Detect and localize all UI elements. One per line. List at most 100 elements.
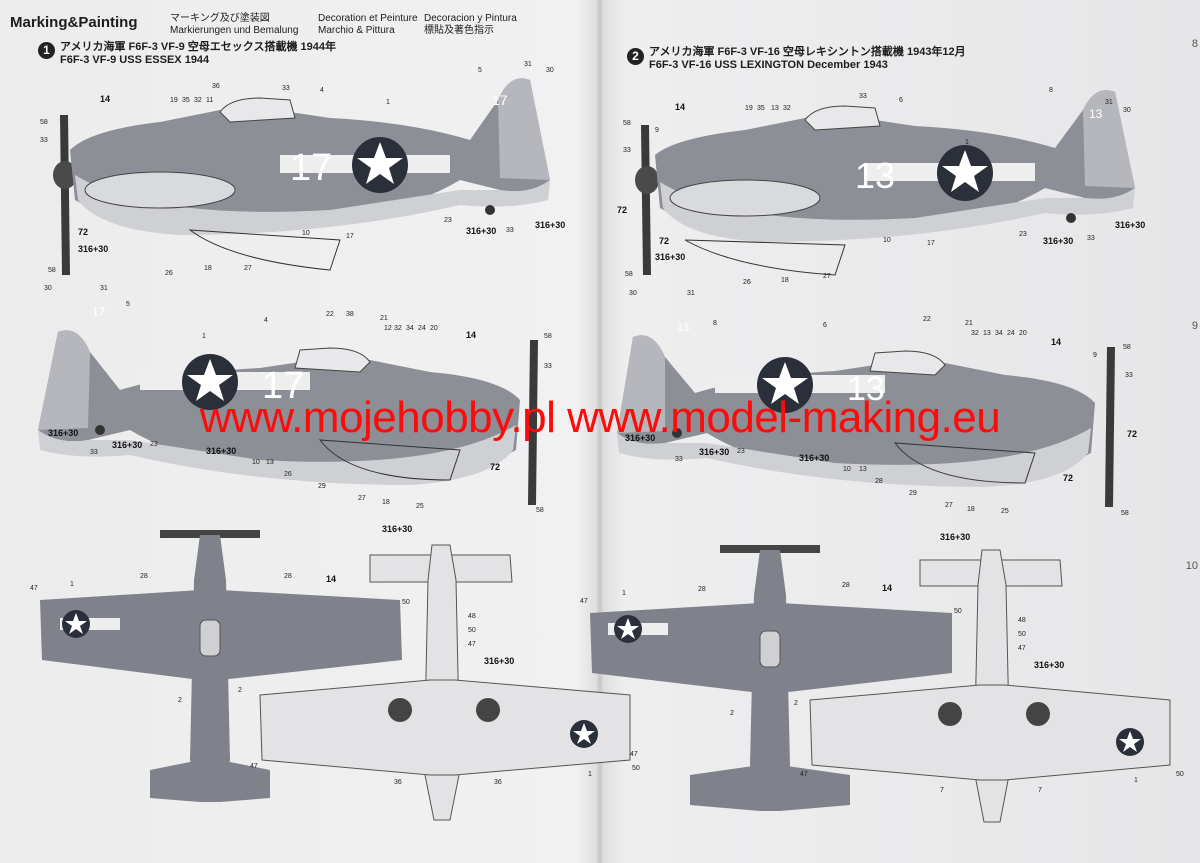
scheme-2-en: F6F-3 VF-16 USS LEXINGTON December 1943 [649,59,888,71]
callout-23: 23 [150,441,158,448]
callout-316-30: 316+30 [206,446,236,456]
callout-2: 2 [794,700,798,707]
callout-50: 50 [632,765,640,772]
scheme-2-jp: アメリカ海軍 F6F-3 VF-16 空母レキシントン搭載機 1943年12月 [649,46,966,58]
callout-72: 72 [78,227,88,237]
callout-72: 72 [1127,429,1137,439]
bottom-wing [809,684,1171,781]
callout-7: 7 [1038,787,1042,794]
tail-wheel [95,425,105,435]
callout-22: 22 [326,311,334,318]
callout-30: 30 [1123,107,1131,114]
callout-18: 18 [781,277,789,284]
tail-code: 17 [92,305,106,319]
tail-wheel [485,205,495,215]
wheel-well [938,702,962,726]
callout-50: 50 [1018,631,1026,638]
callout-14: 14 [100,94,110,104]
callout-28: 28 [875,478,883,485]
sheet-title: Marking&Painting [10,14,138,31]
callout-31: 31 [524,61,532,68]
callout-30: 30 [546,67,554,74]
callout-316-30: 316+30 [466,226,496,236]
canopy [869,350,946,376]
callout-316-30: 316+30 [799,453,829,463]
callout-72: 72 [659,236,669,246]
callout-27: 27 [244,265,252,272]
callout-21: 21 [965,320,973,327]
callout-13: 13 [859,466,867,473]
callout-8: 8 [713,320,717,327]
scheme-2-right-profile: 13 13 30 31 8 6 22 21 32 13 34 24 20 14 … [617,290,1137,517]
callout-1: 1 [965,139,969,146]
callout-316-30: 316+30 [625,433,655,443]
callout-50: 50 [468,627,476,634]
callout-1: 1 [70,581,74,588]
propeller [160,530,260,538]
callout-47: 47 [800,771,808,778]
fuselage-code: 13 [847,370,885,408]
callout-19: 19 [745,105,753,112]
callout-50: 50 [1176,771,1184,778]
callout-316-30: 316+30 [1034,660,1064,670]
fuselage [617,335,1095,477]
callout-36: 36 [494,779,502,786]
callout-6: 6 [899,97,903,104]
callout-33: 33 [623,147,631,154]
callout-316-30: 316+30 [382,524,412,534]
callout-24: 24 [1007,330,1015,337]
scheme-2-bottom-view: 316+30 48 50 47 316+30 47 7 7 1 50 [800,532,1184,823]
callout-72: 72 [617,205,627,215]
callout-14: 14 [466,330,476,340]
edge-mark: 8 [1191,38,1198,50]
tail-wheel [672,428,682,438]
scheme-1-badge: 1 [38,42,55,59]
callout-9: 9 [1093,352,1097,359]
top-wing [40,590,402,680]
scheme-2-top-view: 47 1 28 28 14 50 2 2 [580,545,962,811]
callout-10: 10 [843,466,851,473]
callout-14: 14 [326,574,336,584]
lower-fuselage [38,425,516,485]
canopy [294,347,371,373]
wheel-well [388,698,412,722]
callout-13: 13 [266,459,274,466]
edge-mark: 10 [1185,560,1198,572]
callout-25: 25 [1001,508,1009,515]
callout-2: 2 [178,697,182,704]
callout-10: 10 [252,459,260,466]
callout-5: 5 [126,301,130,308]
bottom-wing [259,679,631,776]
callout-17: 17 [927,240,935,247]
callout-31: 31 [1105,99,1113,106]
top-canopy [199,619,221,657]
callout-50: 50 [402,599,410,606]
scheme-1-bottom-view: 316+30 48 50 47 316+30 47 47 36 36 1 50 [250,524,640,821]
tail-code: 13 [1089,107,1103,121]
callout-1: 1 [622,590,626,597]
callout-18: 18 [204,265,212,272]
callout-47: 47 [580,598,588,605]
scheme-1-en: F6F-3 VF-9 USS ESSEX 1944 [60,54,210,66]
callout-31: 31 [687,290,695,297]
callout-316-30: 316+30 [78,244,108,254]
callout-316-30: 316+30 [1043,236,1073,246]
callout-316-30: 316+30 [535,220,565,230]
callout-34: 34 [995,330,1003,337]
callout-316-30: 316+30 [112,440,142,450]
callout-34: 34 [406,325,414,332]
callout-48: 48 [1018,617,1026,624]
wing-root [669,179,821,217]
callout-32: 32 [394,325,402,332]
scheme-1-top-view: 47 1 28 28 14 50 2 2 [30,530,410,802]
callout-58: 58 [1121,510,1129,517]
callout-1: 1 [1134,777,1138,784]
callout-31: 31 [100,285,108,292]
callout-36: 36 [394,779,402,786]
callout-72: 72 [490,462,500,472]
wheel-well [476,698,500,722]
callout-29: 29 [909,490,917,497]
callout-58: 58 [536,507,544,514]
callout-316: 316+30 [48,428,78,438]
